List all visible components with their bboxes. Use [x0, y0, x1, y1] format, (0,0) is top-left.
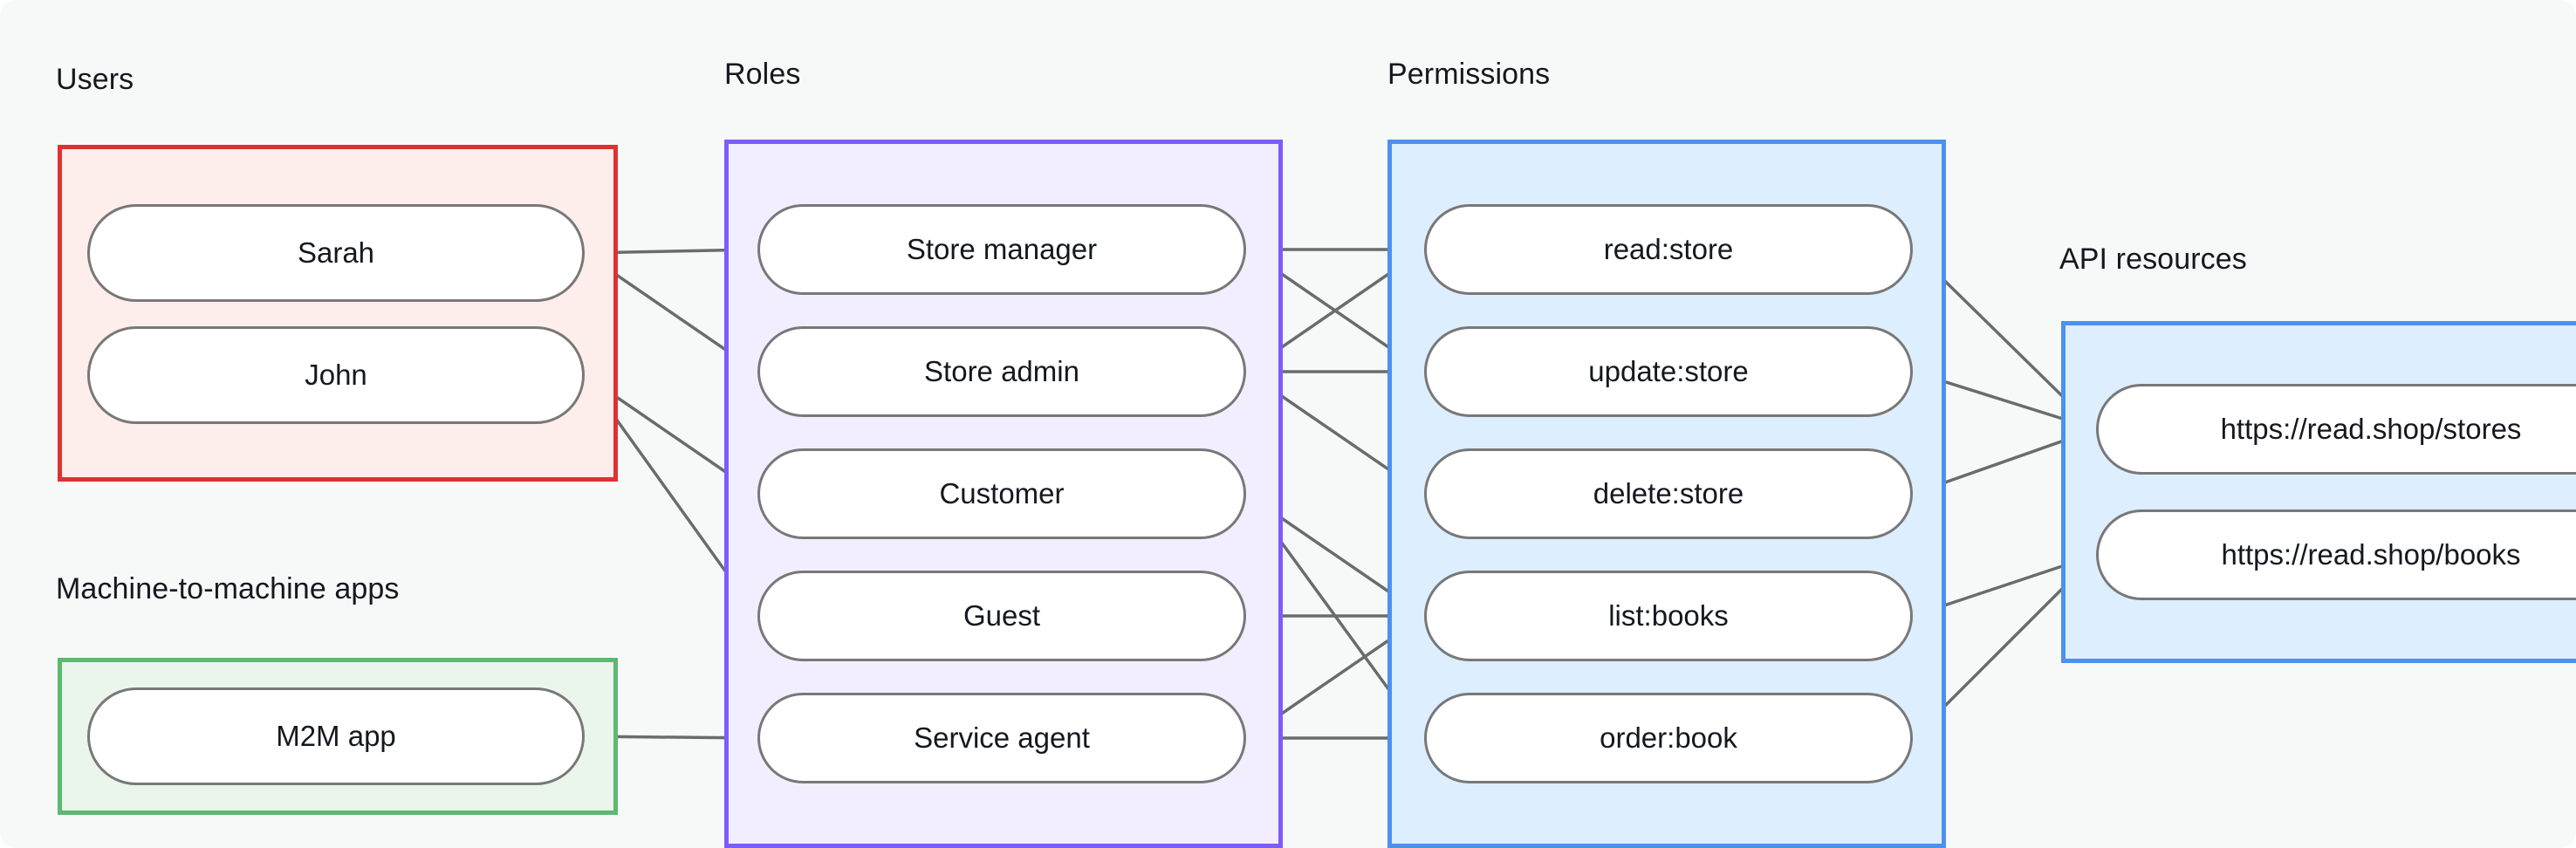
group-label-api-resources: API resources [2059, 243, 2247, 276]
node-res-books[interactable]: https://read.shop/books [2096, 509, 2576, 600]
group-box-users [58, 145, 618, 482]
node-label: M2M app [276, 720, 396, 752]
node-label: delete:store [1593, 477, 1744, 509]
group-label-users: Users [56, 63, 134, 96]
node-label: John [305, 359, 367, 391]
node-label: Store admin [924, 355, 1079, 387]
node-update-store[interactable]: update:store [1424, 326, 1913, 417]
group-label-m2m: Machine-to-machine apps [56, 572, 400, 605]
group-label-permissions: Permissions [1387, 58, 1551, 91]
node-order-book[interactable]: order:book [1424, 693, 1913, 783]
node-label: Guest [963, 599, 1041, 632]
node-delete-store[interactable]: delete:store [1424, 448, 1913, 539]
node-label: Customer [939, 477, 1065, 509]
group-box-api-resources [2061, 321, 2576, 663]
node-sarah[interactable]: Sarah [87, 204, 585, 302]
node-m2mapp[interactable]: M2M app [87, 687, 585, 785]
node-label: https://read.shop/stores [2220, 413, 2522, 445]
node-label: update:store [1588, 355, 1749, 387]
node-label: read:store [1603, 233, 1734, 265]
node-label: Sarah [297, 236, 375, 269]
node-label: list:books [1608, 599, 1729, 632]
node-label: order:book [1600, 721, 1737, 754]
node-read-store[interactable]: read:store [1424, 204, 1913, 295]
node-label: https://read.shop/books [2221, 538, 2521, 571]
node-label: Service agent [914, 721, 1090, 754]
node-list-books[interactable]: list:books [1424, 571, 1913, 661]
node-customer[interactable]: Customer [757, 448, 1246, 539]
group-label-roles: Roles [724, 58, 801, 91]
node-res-stores[interactable]: https://read.shop/stores [2096, 384, 2576, 475]
node-store-admin[interactable]: Store admin [757, 326, 1246, 417]
node-store-manager[interactable]: Store manager [757, 204, 1246, 295]
node-john[interactable]: John [87, 326, 585, 424]
node-label: Store manager [906, 233, 1098, 265]
node-guest[interactable]: Guest [757, 571, 1246, 661]
node-service-agent[interactable]: Service agent [757, 693, 1246, 783]
